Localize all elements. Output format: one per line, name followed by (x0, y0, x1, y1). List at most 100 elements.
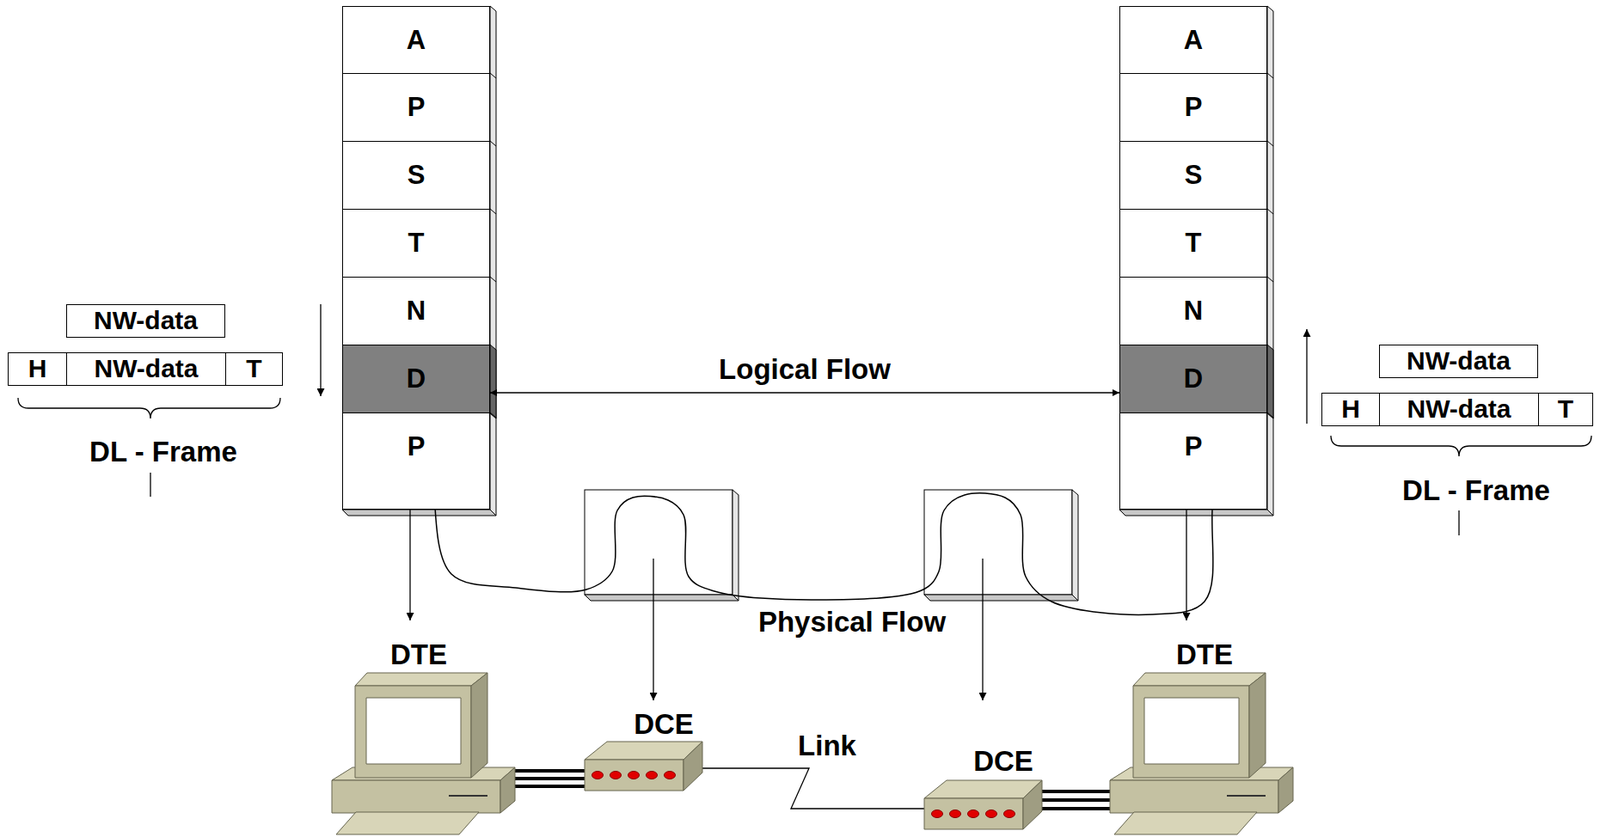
stack-edge (490, 73, 497, 418)
stack-edge (1267, 73, 1274, 418)
status-led (610, 772, 622, 780)
node-text: P (407, 431, 426, 463)
frame-field: H (1321, 392, 1380, 427)
relay-body (924, 490, 1073, 595)
monitor-screen (1144, 698, 1239, 765)
modem-top (584, 741, 703, 761)
node-text: T (408, 227, 425, 259)
status-led (628, 772, 640, 780)
down-arrow (981, 558, 983, 701)
relay-bottom (584, 594, 739, 601)
frame-field: H (7, 352, 68, 387)
node-text: D (1183, 363, 1203, 395)
monitor-front (355, 686, 472, 779)
osi-layer: P (1119, 73, 1268, 142)
node-text: NW-data (1406, 346, 1511, 377)
osi-layer: A (1119, 6, 1268, 75)
status-led (986, 810, 998, 819)
status-led (950, 810, 962, 819)
cable-wire (1041, 798, 1110, 803)
diagram-label: DCE (633, 708, 694, 742)
osi-layer: S (1119, 140, 1268, 210)
node-text: P (1184, 431, 1203, 463)
status-led (931, 810, 944, 819)
physical-flow-curve (434, 382, 1214, 615)
status-led (968, 810, 980, 819)
status-led (646, 772, 658, 780)
stack-side (1267, 6, 1274, 516)
case-side (500, 767, 515, 814)
node-text: T (245, 354, 262, 385)
bracket-tail (1458, 510, 1460, 536)
bracket (18, 398, 281, 419)
stack-depth (342, 6, 497, 516)
diagram-label: Physical Flow (758, 606, 946, 639)
modem-top (924, 780, 1043, 799)
keyboard (1114, 812, 1257, 835)
relay-box (584, 490, 739, 601)
cable-wire (514, 784, 585, 789)
computer-icon (331, 673, 515, 835)
node-text: S (1184, 159, 1203, 191)
node-text: P (1184, 91, 1203, 123)
frame-field: NW-data (66, 352, 227, 387)
cable-wire (1041, 807, 1110, 811)
modem-icon (924, 780, 1043, 830)
node-text: N (1183, 295, 1203, 327)
drive-slot (1226, 795, 1266, 797)
down-arrow (319, 304, 321, 397)
packet-box: NW-data (66, 304, 226, 338)
node-text: A (1183, 24, 1203, 56)
osi-layer: D (342, 344, 491, 414)
relay-side (1072, 490, 1079, 601)
osi-layer: N (1119, 276, 1268, 346)
monitor-screen (366, 698, 461, 765)
case-front (1109, 780, 1279, 814)
osi-layer: T (342, 208, 491, 278)
stack-depth (1119, 6, 1274, 516)
relay-side (732, 490, 739, 601)
osi-layer: A (342, 6, 491, 75)
relay-bottom (924, 594, 1079, 601)
down-arrow (652, 558, 654, 701)
diagram-label: Link (797, 729, 857, 763)
diagram-label: DTE (1176, 638, 1233, 672)
osi-layer: P (342, 73, 491, 142)
osi-layer: P (342, 412, 491, 510)
frame-field: T (225, 352, 283, 387)
status-led (664, 772, 676, 780)
monitor-side (471, 673, 488, 779)
osi-layer: T (1119, 208, 1268, 278)
case-front (331, 780, 501, 814)
node-text: H (1341, 394, 1361, 425)
packet-box: NW-data (1379, 344, 1539, 379)
monitor-top (355, 673, 488, 687)
node-text: P (407, 91, 426, 123)
monitor-top (1133, 673, 1266, 687)
flow-connector (490, 392, 1120, 393)
stack-side (490, 6, 497, 516)
case-side (1278, 767, 1294, 814)
flow-arrows (320, 304, 1307, 701)
node-text: T (1185, 227, 1202, 259)
cable-wire (514, 777, 585, 781)
diagram-label: DTE (390, 638, 448, 672)
modem-side (683, 741, 703, 791)
node-text: T (1557, 394, 1574, 425)
node-text: H (28, 354, 48, 385)
osi-layer: P (1119, 412, 1268, 510)
modem-icon (584, 741, 703, 791)
status-led (592, 772, 604, 780)
status-led (1004, 810, 1016, 819)
up-arrow (1305, 329, 1307, 424)
edge-label: Logical Flow (715, 354, 895, 386)
stack-bottom (1119, 509, 1274, 516)
monitor-front (1133, 686, 1250, 779)
frame-field: T (1538, 392, 1594, 427)
keyboard (336, 812, 479, 835)
osi-layer: D (1119, 344, 1268, 414)
modem-front (584, 760, 684, 791)
cable-wire (514, 769, 585, 773)
